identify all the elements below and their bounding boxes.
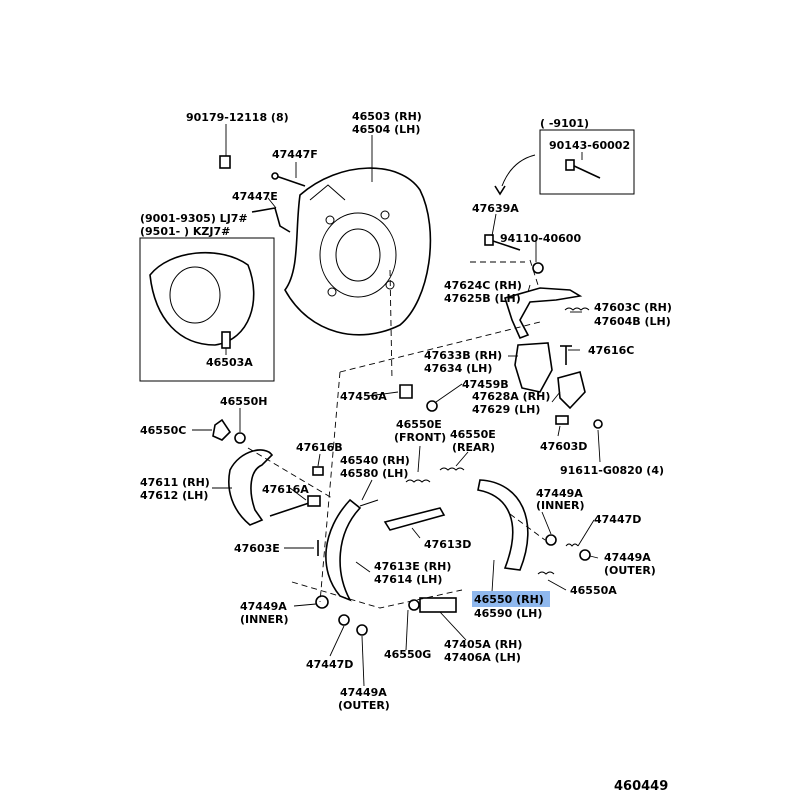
spring-46550E-rear xyxy=(439,467,465,471)
label-47613E[interactable]: 47613E (RH) xyxy=(374,560,451,573)
shoe-46550 xyxy=(477,479,529,571)
label-90179[interactable]: 90179-12118 (8) xyxy=(186,111,289,124)
label-47613D[interactable]: 47613D xyxy=(424,538,471,551)
spring-46550A xyxy=(537,571,555,575)
bolt-47639A xyxy=(484,234,544,274)
label-47603D[interactable]: 47603D xyxy=(540,440,587,453)
label-46540[interactable]: 46540 (RH) xyxy=(340,454,410,467)
label-46550E-rear[interactable]: 46550E xyxy=(450,428,496,441)
label-47633B[interactable]: 47633B (RH) xyxy=(424,349,502,362)
spring-47447D-right xyxy=(565,543,579,547)
lever-47611 xyxy=(228,449,274,526)
adjuster-47613D xyxy=(383,507,446,531)
label-47447D-l[interactable]: 47447D xyxy=(306,658,353,671)
spring-46550E-front xyxy=(405,479,431,483)
pin-47616C xyxy=(560,345,572,365)
leader-lines xyxy=(192,124,601,687)
label-47603C[interactable]: 47603C (RH) xyxy=(594,301,672,314)
label-47616B[interactable]: 47616B xyxy=(296,441,343,454)
label-46550A[interactable]: 46550A xyxy=(570,584,617,597)
inset-box xyxy=(139,237,275,382)
label-47625B[interactable]: 47625B (LH) xyxy=(444,292,521,305)
part-labels: 90179-12118 (8) 46503 (RH) 46504 (LH) 47… xyxy=(140,110,672,794)
label-47447E[interactable]: 47447E xyxy=(232,190,278,203)
label-46503A[interactable]: 46503A xyxy=(206,356,253,369)
label-47634[interactable]: 47634 (LH) xyxy=(424,362,492,375)
pin-47616B xyxy=(312,466,324,476)
label-47624C[interactable]: 47624C (RH) xyxy=(444,279,522,292)
strut-47616A xyxy=(269,495,321,517)
label-47614[interactable]: 47614 (LH) xyxy=(374,573,442,586)
label-front: (FRONT) xyxy=(394,431,446,444)
label-46550-rh[interactable]: 46550 (RH) xyxy=(474,593,544,606)
lever-47624C xyxy=(503,287,583,340)
label-46550C[interactable]: 46550C xyxy=(140,424,186,437)
label-inner-l: (INNER) xyxy=(240,613,289,626)
washer-47449A-left xyxy=(315,595,368,636)
label-47611[interactable]: 47611 (RH) xyxy=(140,476,210,489)
label-94110[interactable]: 94110-40600 xyxy=(500,232,581,245)
highlight-46550 xyxy=(472,591,550,607)
label-90143[interactable]: 90143-60002 xyxy=(549,139,630,152)
label-47405A[interactable]: 47405A (RH) xyxy=(444,638,522,651)
label-47616A[interactable]: 47616A xyxy=(262,483,309,496)
shoe-46540 xyxy=(325,498,379,602)
figure-number: 460449 xyxy=(614,779,668,794)
label-46504[interactable]: 46504 (LH) xyxy=(352,123,420,136)
cylinder-47405A xyxy=(408,597,457,613)
label-inset-range-a: (9001-9305) LJ7# xyxy=(140,212,248,225)
label-outer-l: (OUTER) xyxy=(338,699,390,712)
label-47628A[interactable]: 47628A (RH) xyxy=(472,390,550,403)
washer-47449A-right xyxy=(545,534,591,561)
part-47456A xyxy=(399,384,438,412)
label-47459B[interactable]: 47459B xyxy=(462,378,509,391)
label-47612[interactable]: 47612 (LH) xyxy=(140,489,208,502)
housing-47633B xyxy=(514,342,553,393)
label-47449A-outer-l[interactable]: 47449A xyxy=(340,686,387,699)
bracket-47628A xyxy=(557,371,586,410)
label-47603E[interactable]: 47603E xyxy=(234,542,280,555)
assembly-lines xyxy=(247,259,546,609)
label-47629[interactable]: 47629 (LH) xyxy=(472,403,540,416)
label-47447F[interactable]: 47447F xyxy=(272,148,318,161)
bolt-90179 xyxy=(219,155,231,169)
label-47449A-outer-r[interactable]: 47449A xyxy=(604,551,651,564)
label-47449A-inner-r[interactable]: 47449A xyxy=(536,487,583,500)
part-47603D xyxy=(555,415,603,429)
label-rear: (REAR) xyxy=(452,441,495,454)
pin-47447F xyxy=(271,172,306,187)
label-inner-r: (INNER) xyxy=(536,499,585,512)
label-outer-r: (OUTER) xyxy=(604,564,656,577)
label-47447D-r[interactable]: 47447D xyxy=(594,513,641,526)
label-46503[interactable]: 46503 (RH) xyxy=(352,110,422,123)
backing-plate xyxy=(284,167,432,336)
clip-47447E xyxy=(251,207,291,233)
label-46550H[interactable]: 46550H xyxy=(220,395,267,408)
label-47604B[interactable]: 47604B (LH) xyxy=(594,315,671,328)
label-range-top: ( -9101) xyxy=(540,117,589,130)
label-47449A-inner-l[interactable]: 47449A xyxy=(240,600,287,613)
label-47639A[interactable]: 47639A xyxy=(472,202,519,215)
label-47406A[interactable]: 47406A (LH) xyxy=(444,651,521,664)
label-47456A[interactable]: 47456A xyxy=(340,390,387,403)
label-46580[interactable]: 46580 (LH) xyxy=(340,467,408,480)
spring-47603C xyxy=(564,307,590,311)
label-47616C[interactable]: 47616C xyxy=(588,344,634,357)
label-46550E-front[interactable]: 46550E xyxy=(396,418,442,431)
range-box xyxy=(494,129,635,196)
clip-46550H xyxy=(212,418,246,444)
label-46590-lh[interactable]: 46590 (LH) xyxy=(474,607,542,620)
label-inset-range-b: (9501- ) KZJ7# xyxy=(140,225,230,238)
label-46550G[interactable]: 46550G xyxy=(384,648,431,661)
label-91611[interactable]: 91611-G0820 (4) xyxy=(560,464,664,477)
